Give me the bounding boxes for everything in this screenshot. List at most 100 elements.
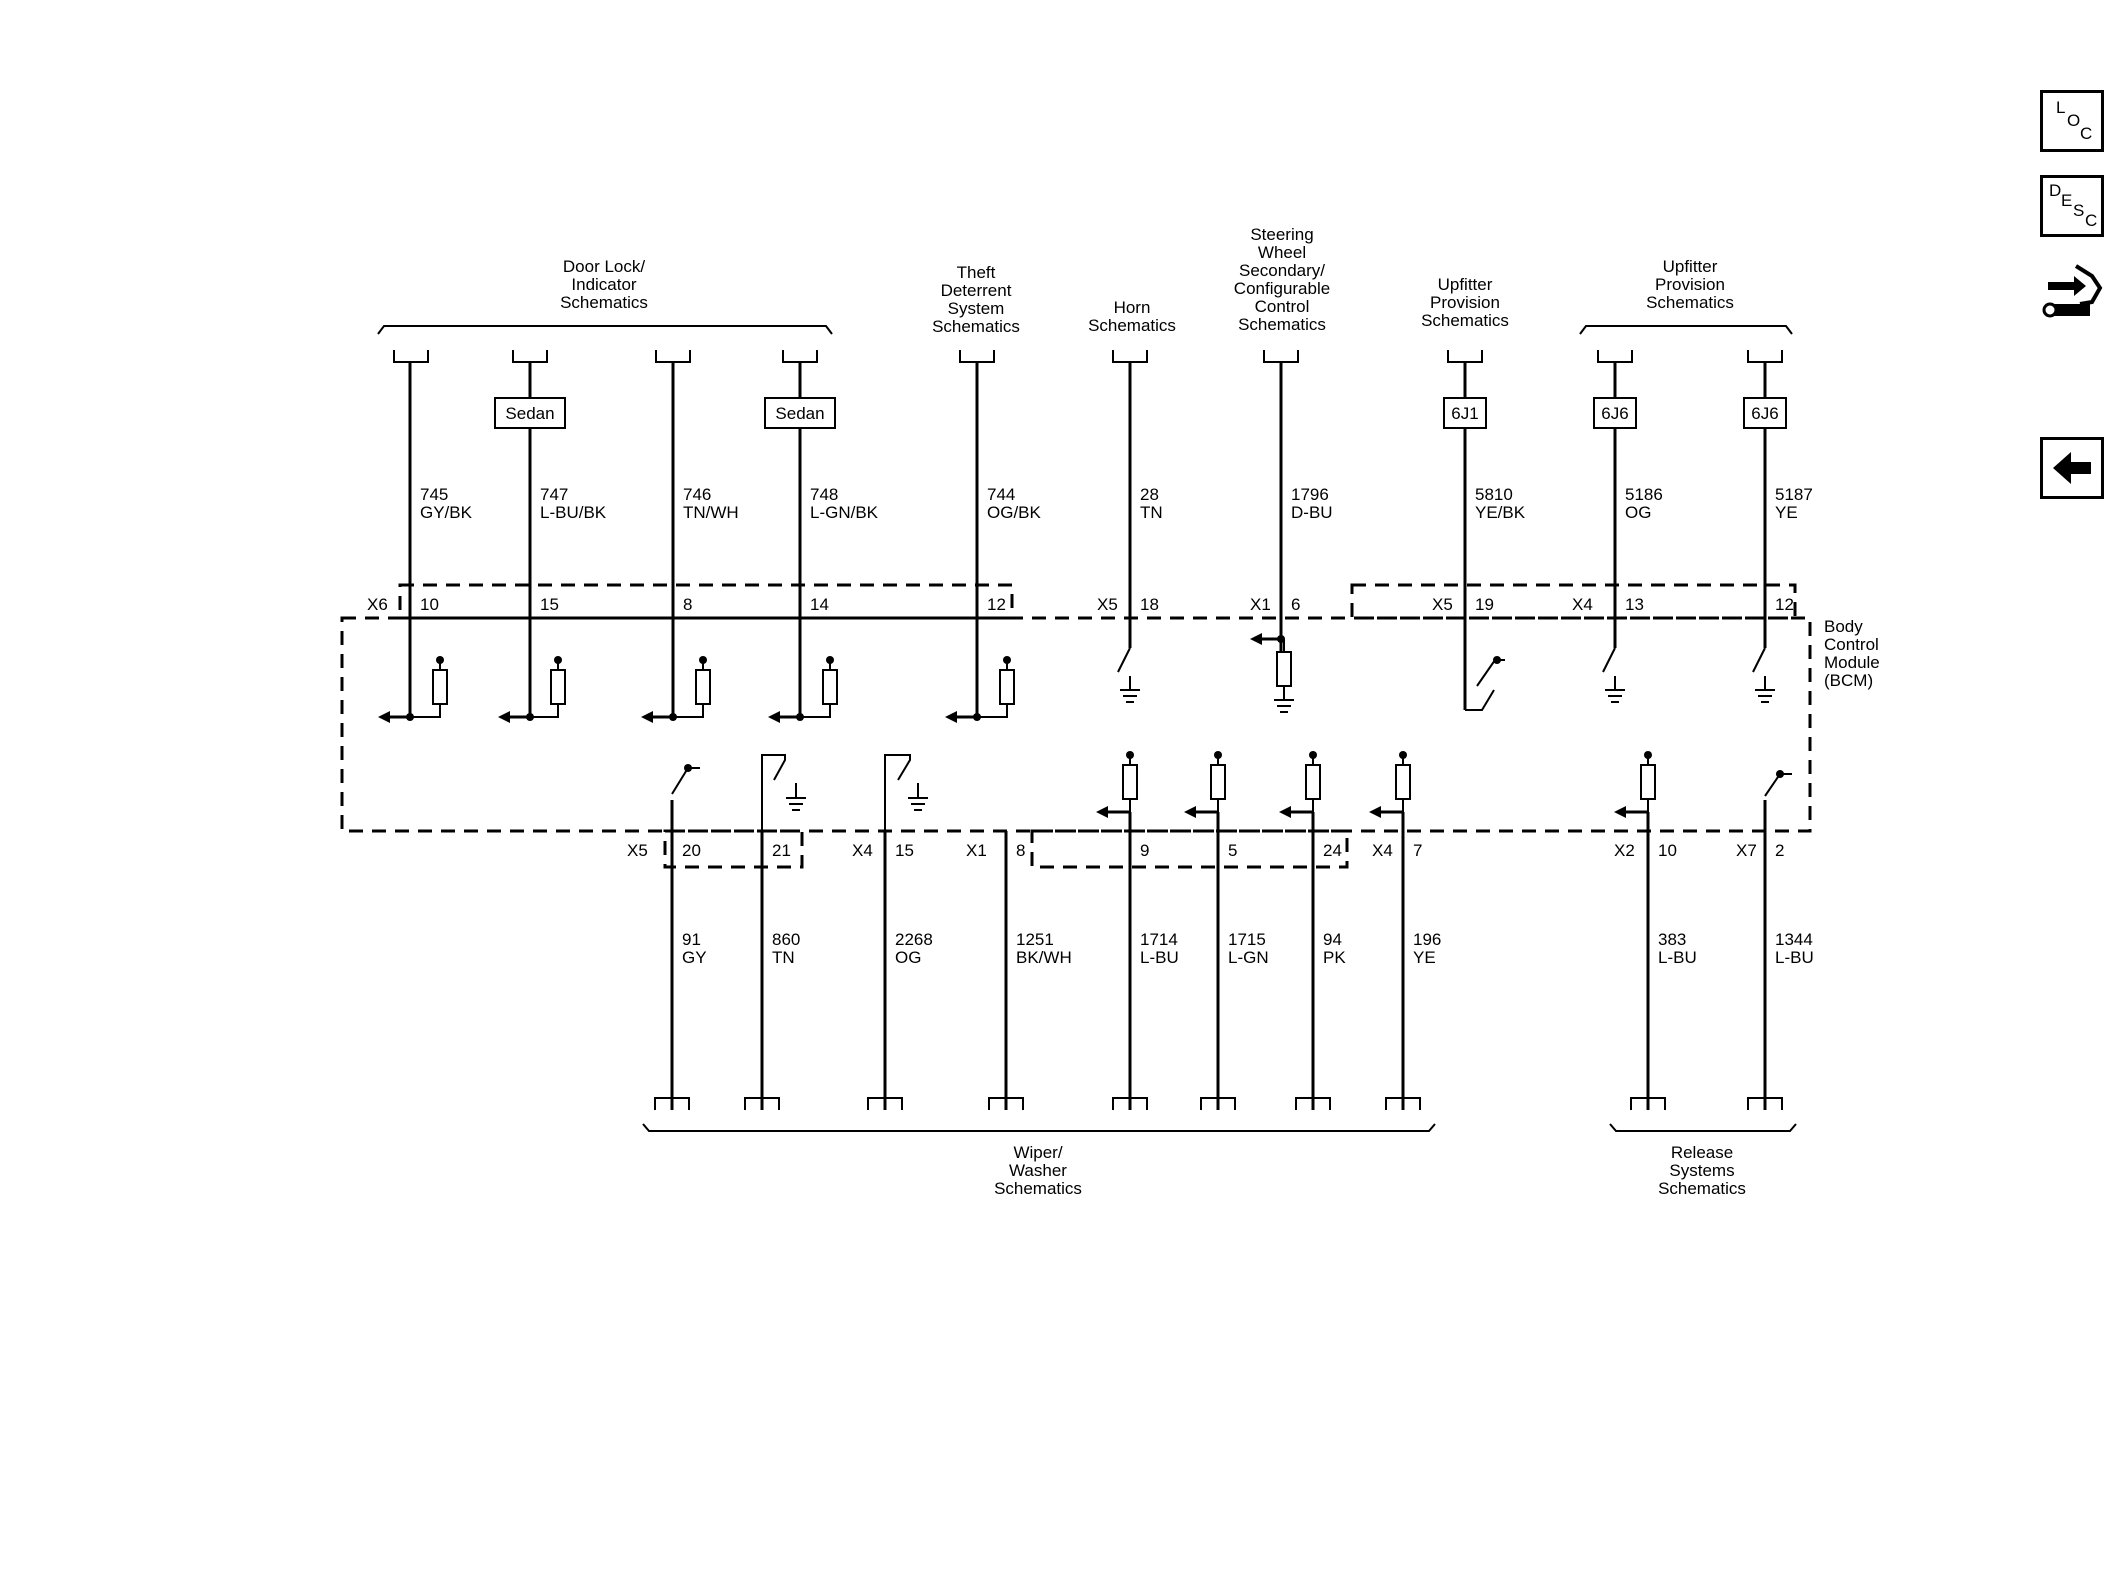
bcm-upfitter-switch [1465,656,1505,711]
svg-text:6J6: 6J6 [1601,404,1628,423]
svg-text:D-BU: D-BU [1291,503,1333,522]
back-button[interactable] [2040,437,2104,499]
connector-x6-outline [398,583,1014,620]
bcm-input-747 [498,656,566,723]
top-wire-748: Sedan 748 L-GN/BK 14 [764,350,879,717]
svg-text:YE/BK: YE/BK [1475,503,1526,522]
upfitter-bracket [1579,325,1793,335]
desc-letter-e: E [2061,191,2073,210]
top-wire-5186: 6J6 5186 OG X4 13 [1572,350,1663,648]
svg-text:1796: 1796 [1291,485,1329,504]
svg-text:Systems: Systems [1669,1161,1734,1180]
svg-text:X5: X5 [1432,595,1453,614]
svg-text:Schematics: Schematics [994,1179,1082,1198]
svg-text:X1: X1 [1250,595,1271,614]
svg-text:X4: X4 [1372,841,1393,860]
svg-text:24: 24 [1323,841,1342,860]
top-wire-5810: 6J1 5810 YE/BK X5 19 [1432,350,1526,710]
svg-text:Washer: Washer [1009,1161,1067,1180]
svg-text:Schematics: Schematics [1421,311,1509,330]
bottom-wire-94: 94 PK 24 [1279,751,1346,1110]
svg-text:L-GN/BK: L-GN/BK [810,503,879,522]
svg-text:BK/WH: BK/WH [1016,948,1072,967]
svg-text:TN: TN [1140,503,1163,522]
desc-button[interactable]: D E S C [2040,175,2104,237]
heading-horn: Horn Schematics [1088,298,1176,335]
svg-text:20: 20 [682,841,701,860]
svg-text:Schematics: Schematics [932,317,1020,336]
loc-letter-o: O [2067,111,2081,130]
svg-text:Schematics: Schematics [1646,293,1734,312]
svg-text:744: 744 [987,485,1015,504]
svg-text:Schematics: Schematics [1088,316,1176,335]
bcm-input-748 [768,656,838,723]
svg-text:YE: YE [1413,948,1436,967]
svg-text:747: 747 [540,485,568,504]
svg-text:L-BU: L-BU [1140,948,1179,967]
svg-text:Provision: Provision [1655,275,1725,294]
svg-text:TN/WH: TN/WH [683,503,739,522]
svg-text:746: 746 [683,485,711,504]
svg-text:1344: 1344 [1775,930,1813,949]
bottom-wire-1715: 1715 L-GN 5 [1184,751,1269,1110]
svg-text:Sedan: Sedan [775,404,824,423]
svg-text:X4: X4 [1572,595,1593,614]
svg-text:X5: X5 [1097,595,1118,614]
svg-text:Body: Body [1824,617,1863,636]
bcm-label: Body Control Module (BCM) [1824,617,1880,690]
svg-text:6: 6 [1291,595,1300,614]
svg-text:15: 15 [895,841,914,860]
svg-text:TN: TN [772,948,795,967]
svg-text:PK: PK [1323,948,1346,967]
bcm-steering-input [1250,633,1294,713]
svg-text:1251: 1251 [1016,930,1054,949]
release-bracket [1609,1123,1797,1132]
svg-text:196: 196 [1413,930,1441,949]
svg-text:GY/BK: GY/BK [420,503,473,522]
svg-text:6J1: 6J1 [1451,404,1478,423]
svg-text:Theft: Theft [957,263,996,282]
svg-text:383: 383 [1658,930,1686,949]
bottom-wire-196: 196 YE X4 7 [1369,751,1441,1110]
bcm-input-744 [945,656,1015,723]
bcm-module-outline [340,616,1812,833]
desc-letter-d: D [2049,181,2062,200]
svg-text:Steering: Steering [1250,225,1313,244]
svg-text:1714: 1714 [1140,930,1178,949]
bcm-switch-5187 [1752,647,1775,703]
svg-text:System: System [948,299,1005,318]
heading-steering: Steering Wheel Secondary/ Configurable C… [1234,225,1330,334]
svg-text:Schematics: Schematics [560,293,648,312]
svg-text:X1: X1 [966,841,987,860]
svg-text:X4: X4 [852,841,873,860]
svg-text:94: 94 [1323,930,1342,949]
svg-text:2268: 2268 [895,930,933,949]
top-wire-745: 745 GY/BK X6 10 [367,350,473,717]
svg-text:Upfitter: Upfitter [1438,275,1493,294]
svg-text:5186: 5186 [1625,485,1663,504]
svg-text:Configurable: Configurable [1234,279,1330,298]
bottom-wire-1714: 1714 L-BU 9 [1096,751,1179,1110]
svg-text:2: 2 [1775,841,1784,860]
svg-text:745: 745 [420,485,448,504]
svg-text:748: 748 [810,485,838,504]
loc-button[interactable]: L O C [2040,90,2104,152]
bcm-input-745 [378,656,448,723]
svg-text:OG/BK: OG/BK [987,503,1042,522]
bottom-wire-1251: 1251 BK/WH X1 8 [966,831,1072,1110]
wiper-bracket [642,1123,1436,1132]
connector-tool-icon[interactable] [2040,254,2104,334]
heading-upfitter-1: Upfitter Provision Schematics [1421,275,1509,330]
svg-text:X6: X6 [367,595,388,614]
top-wire-28: 28 TN X5 18 [1097,350,1163,648]
svg-text:8: 8 [683,595,692,614]
loc-letter-c: C [2080,124,2093,143]
svg-text:6J6: 6J6 [1751,404,1778,423]
svg-text:18: 18 [1140,595,1159,614]
loc-letter-l: L [2056,98,2066,117]
svg-text:OG: OG [895,948,921,967]
svg-text:13: 13 [1625,595,1644,614]
svg-text:19: 19 [1475,595,1494,614]
bcm-horn-switch [1117,647,1140,703]
desc-letter-s: S [2073,201,2085,220]
